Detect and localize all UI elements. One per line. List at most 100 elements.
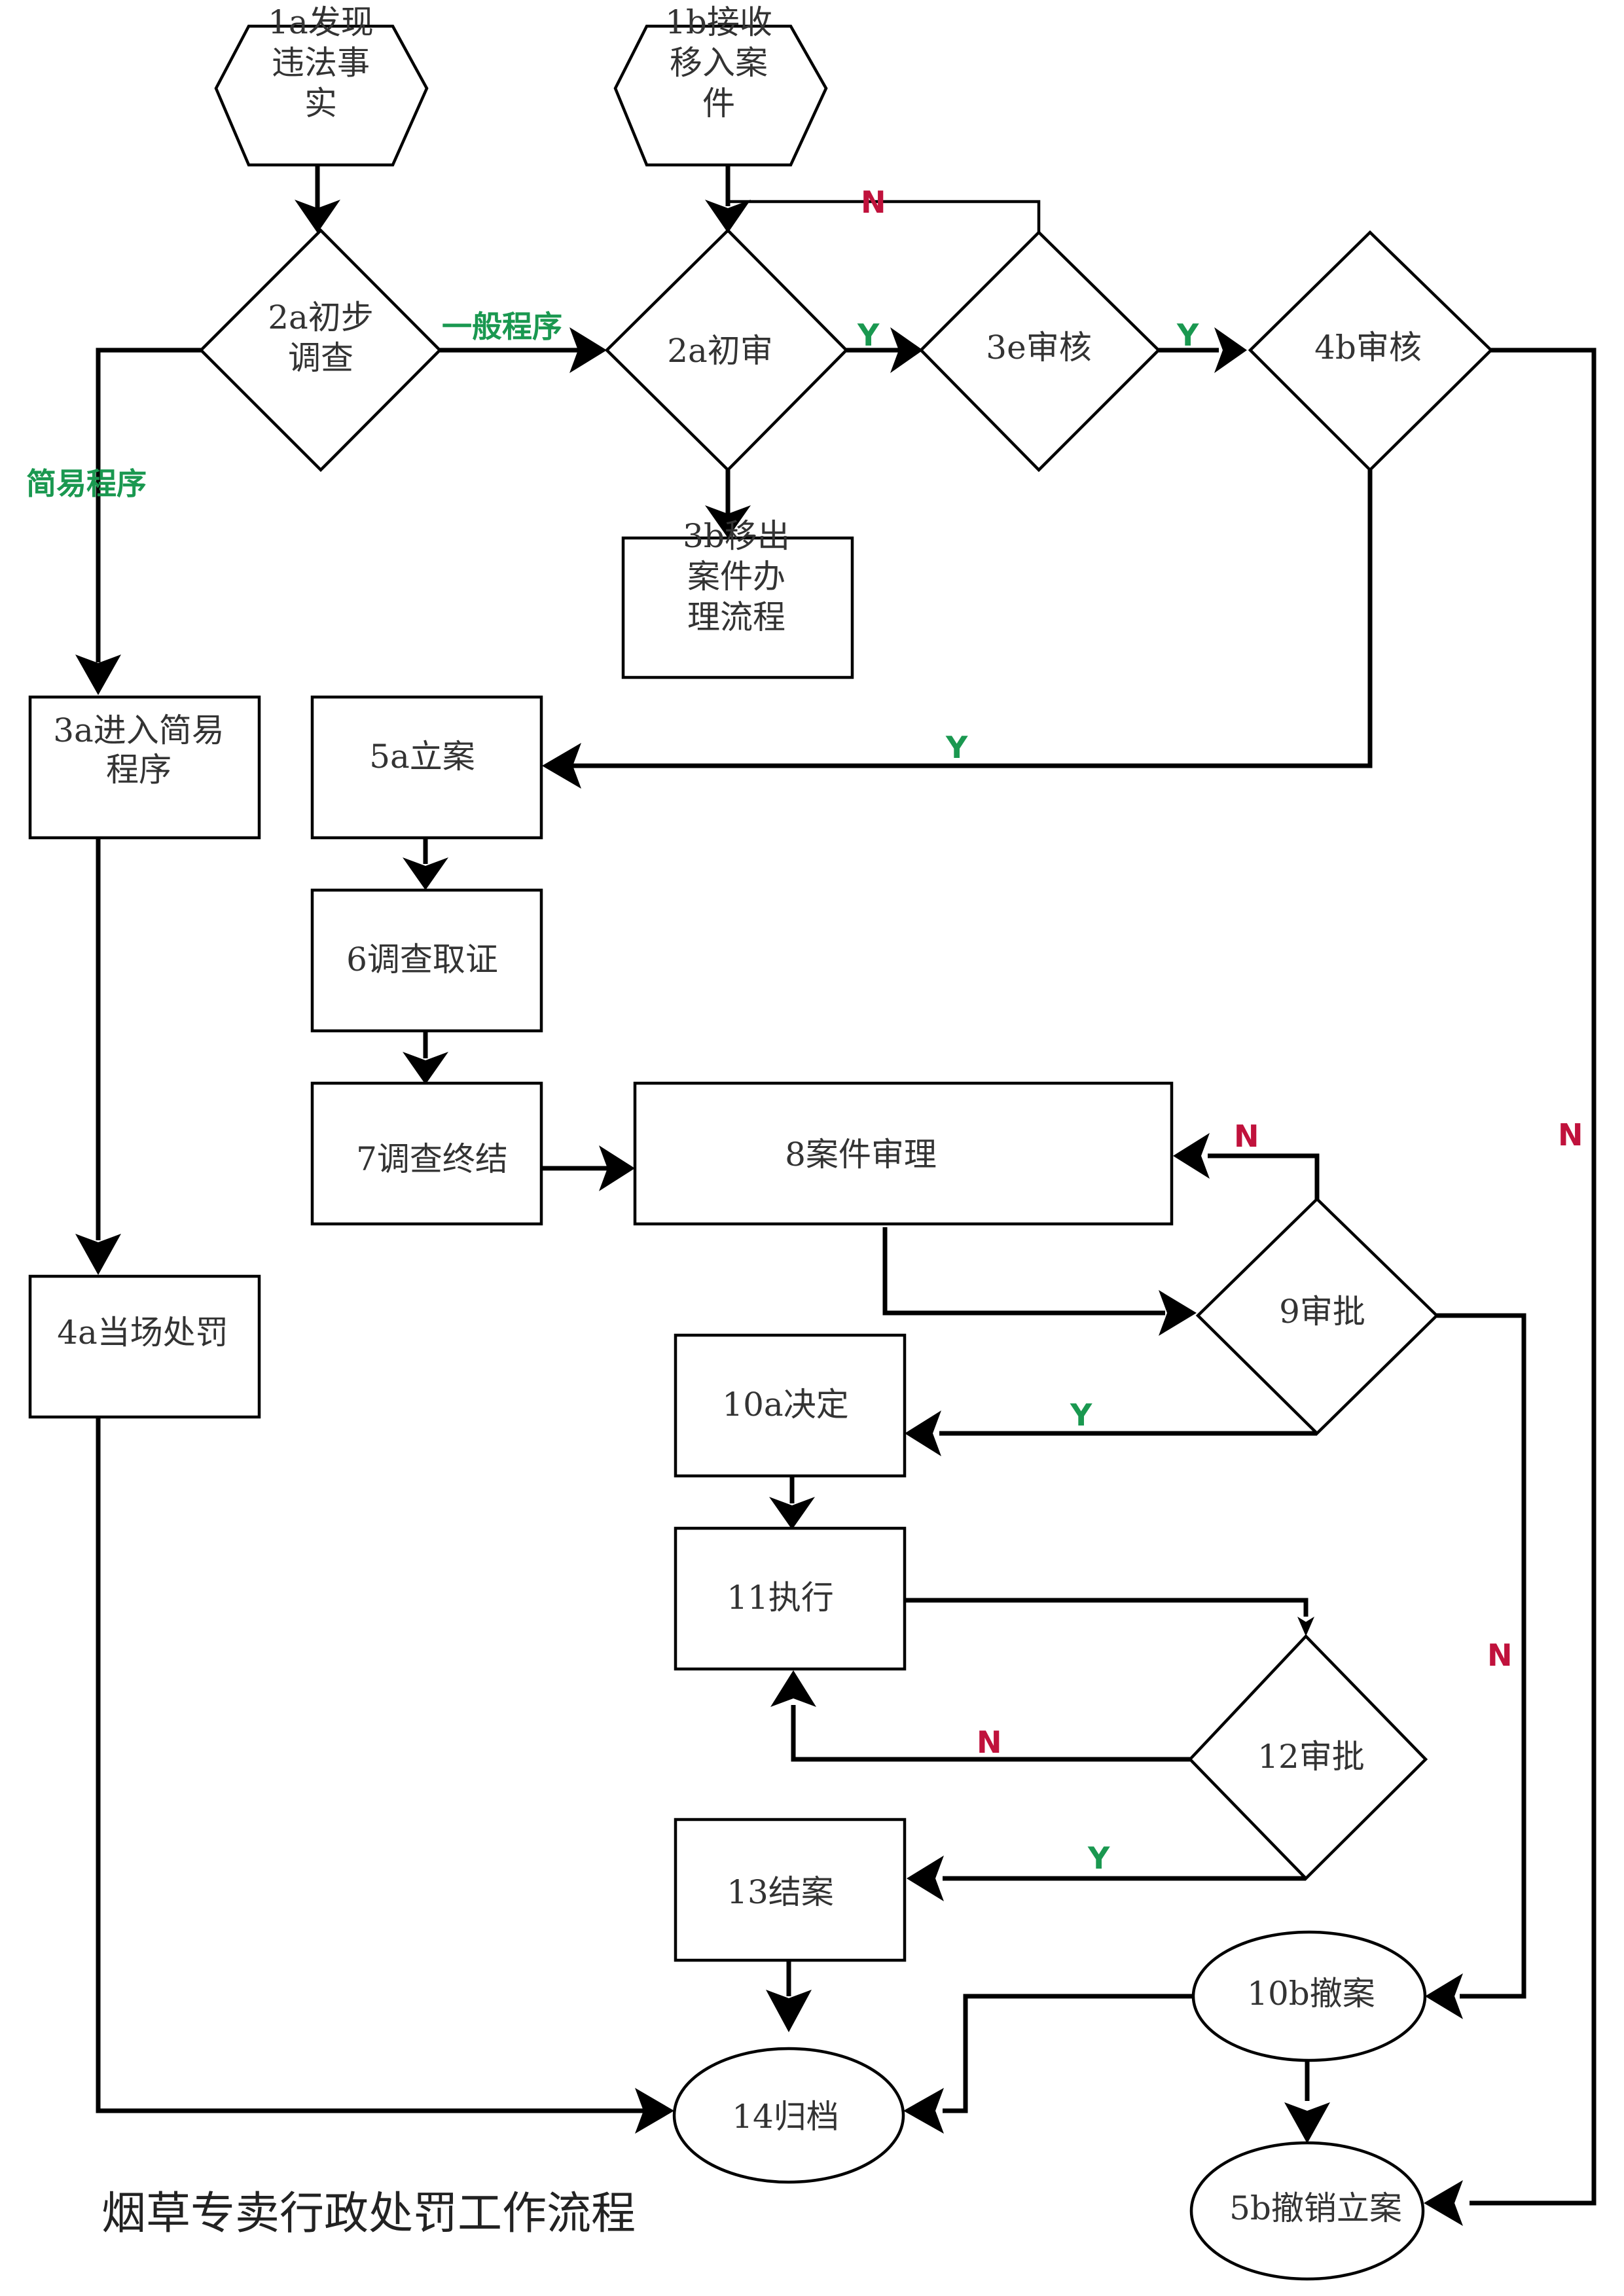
node-10a-shape bbox=[674, 1333, 907, 1478]
connectors bbox=[96, 165, 1597, 2206]
node-labels: 1a发现违法事实 1b接收移入案件 2a初步调查 2a初审 3e审核 4b审核 … bbox=[53, 3, 1422, 2227]
node-5a-label: 5a立案 bbox=[369, 738, 475, 776]
node-label-line: 7调查终结 bbox=[356, 1140, 508, 1178]
node-1b-label: 1b接收移入案件 bbox=[665, 3, 772, 122]
node-label-line: 5a立案 bbox=[369, 738, 475, 776]
node-11-label: 11执行 bbox=[727, 1579, 834, 1617]
node-3e-label: 3e审核 bbox=[986, 329, 1091, 367]
arrowhead-8-right bbox=[1173, 1133, 1210, 1179]
node-label-line: 理流程 bbox=[687, 598, 785, 636]
node-label-line: 5b撤销立案 bbox=[1229, 2189, 1402, 2227]
node-12-label: 12审批 bbox=[1257, 1738, 1365, 1776]
node-12-shape bbox=[1187, 1634, 1428, 1881]
label-yes-2a-3e: Y bbox=[857, 317, 880, 353]
node-5b-label: 5b撤销立案 bbox=[1229, 2189, 1402, 2227]
node-6-label: 6调查取证 bbox=[346, 941, 498, 978]
node-11-shape bbox=[674, 1526, 907, 1671]
node-label-line: 13结案 bbox=[727, 1873, 834, 1911]
node-7-label: 7调查终结 bbox=[356, 1140, 508, 1178]
node-1b-shape bbox=[613, 24, 828, 167]
node-label-line: 2a初步 bbox=[268, 298, 374, 336]
edge-labels: 一般程序 简易程序 Y Y N Y N N Y N N Y bbox=[26, 185, 1583, 1876]
edge-12-to-11-no bbox=[791, 1705, 1190, 1762]
label-yes-12-13: Y bbox=[1087, 1840, 1110, 1876]
arrowhead-5b-right bbox=[1424, 2180, 1463, 2226]
node-label-line: 违法事 bbox=[272, 44, 370, 82]
arrowhead-10a-right bbox=[905, 1410, 941, 1456]
node-label-line: 1b接收 bbox=[665, 3, 772, 41]
arrowhead-10b-right bbox=[1425, 1973, 1463, 2019]
node-label-line: 案件办 bbox=[687, 558, 785, 596]
label-no-9-10b: N bbox=[1487, 1638, 1513, 1673]
node-3a-label: 3a进入简易程序 bbox=[53, 711, 225, 789]
edge-4b-to-5a bbox=[563, 470, 1373, 768]
node-label-line: 8案件审理 bbox=[785, 1136, 937, 1174]
node-label-line: 9审批 bbox=[1279, 1293, 1365, 1331]
arrowhead-4a-top bbox=[75, 1234, 121, 1275]
node-4b-label: 4b审核 bbox=[1314, 329, 1422, 367]
arrowhead-5a-right bbox=[542, 743, 581, 789]
arrowhead-14-left bbox=[635, 2088, 674, 2134]
label-yes-4b-5a: Y bbox=[945, 730, 968, 765]
node-label-line: 移入案 bbox=[670, 44, 768, 82]
node-5a-shape bbox=[310, 695, 543, 840]
arrowhead-4b-left bbox=[1214, 327, 1247, 373]
node-shapes bbox=[28, 24, 1494, 2281]
node-label-line: 4a当场处罚 bbox=[57, 1314, 228, 1352]
label-yes-3e-4b: Y bbox=[1176, 317, 1199, 353]
node-label-line: 12审批 bbox=[1257, 1738, 1365, 1776]
arrowhead-7-top bbox=[403, 1052, 448, 1085]
node-label-line: 程序 bbox=[106, 751, 171, 789]
edge-9-to-8-no bbox=[1208, 1153, 1320, 1199]
node-8-shape bbox=[633, 1081, 1174, 1226]
arrowhead-3b-top bbox=[705, 505, 751, 538]
node-14-shape bbox=[672, 2047, 905, 2184]
arrowhead-5b-top bbox=[1284, 2102, 1330, 2144]
node-1a-shape bbox=[214, 24, 429, 167]
arrowhead-2a-review-top bbox=[705, 200, 751, 233]
node-2a-review-shape bbox=[604, 228, 849, 473]
node-14-label: 14归档 bbox=[732, 2098, 839, 2136]
node-label-line: 2a初审 bbox=[667, 332, 773, 370]
node-label-line: 10a决定 bbox=[722, 1386, 848, 1424]
arrowhead-14-top bbox=[766, 1990, 812, 2032]
arrowhead-11-bottom bbox=[770, 1670, 816, 1707]
label-simple-procedure: 简易程序 bbox=[26, 466, 147, 501]
arrowhead-8-left bbox=[599, 1145, 635, 1191]
label-general-procedure: 一般程序 bbox=[442, 309, 562, 344]
arrowhead-14-right bbox=[903, 2088, 944, 2134]
node-7-shape bbox=[310, 1081, 543, 1226]
node-label-line: 6调查取证 bbox=[346, 941, 498, 978]
node-2a-investigation-shape bbox=[198, 228, 442, 473]
node-label-line: 3b移出 bbox=[683, 517, 790, 555]
arrowhead-3e-left bbox=[890, 327, 923, 373]
diagram-title: 烟草专卖行政处罚工作流程 bbox=[101, 2188, 636, 2240]
label-yes-9-10a: Y bbox=[1070, 1397, 1092, 1433]
node-4a-shape bbox=[28, 1274, 261, 1419]
arrowheads bbox=[75, 200, 1463, 2226]
edge-11-to-12 bbox=[905, 1598, 1308, 1617]
arrowhead-2a-investigation bbox=[295, 200, 340, 233]
label-no-3e-2a: N bbox=[861, 185, 886, 220]
node-label-line: 1a发现 bbox=[268, 3, 374, 41]
arrowhead-2a-review-left bbox=[569, 327, 607, 373]
node-8-label: 8案件审理 bbox=[785, 1136, 937, 1174]
node-label-line: 调查 bbox=[288, 339, 353, 377]
arrowhead-11-top bbox=[769, 1497, 815, 1530]
node-label-line: 3e审核 bbox=[986, 329, 1091, 367]
node-3a-shape bbox=[28, 695, 261, 840]
edge-10b-to-14 bbox=[943, 1994, 1193, 2113]
node-13-label: 13结案 bbox=[727, 1873, 834, 1911]
node-3b-label: 3b移出案件办理流程 bbox=[683, 517, 790, 636]
node-2a-review-label: 2a初审 bbox=[667, 332, 773, 370]
arrowhead-6-top bbox=[403, 857, 448, 890]
node-4a-label: 4a当场处罚 bbox=[57, 1314, 228, 1352]
node-4b-shape bbox=[1248, 230, 1494, 473]
node-10a-label: 10a决定 bbox=[722, 1386, 848, 1424]
node-label-line: 实 bbox=[304, 84, 337, 122]
arrowhead-12-top bbox=[1297, 1617, 1314, 1636]
arrowhead-13-right bbox=[907, 1856, 944, 1901]
node-label-line: 14归档 bbox=[732, 2098, 839, 2136]
node-9-label: 9审批 bbox=[1279, 1293, 1365, 1331]
node-6-shape bbox=[310, 888, 543, 1033]
